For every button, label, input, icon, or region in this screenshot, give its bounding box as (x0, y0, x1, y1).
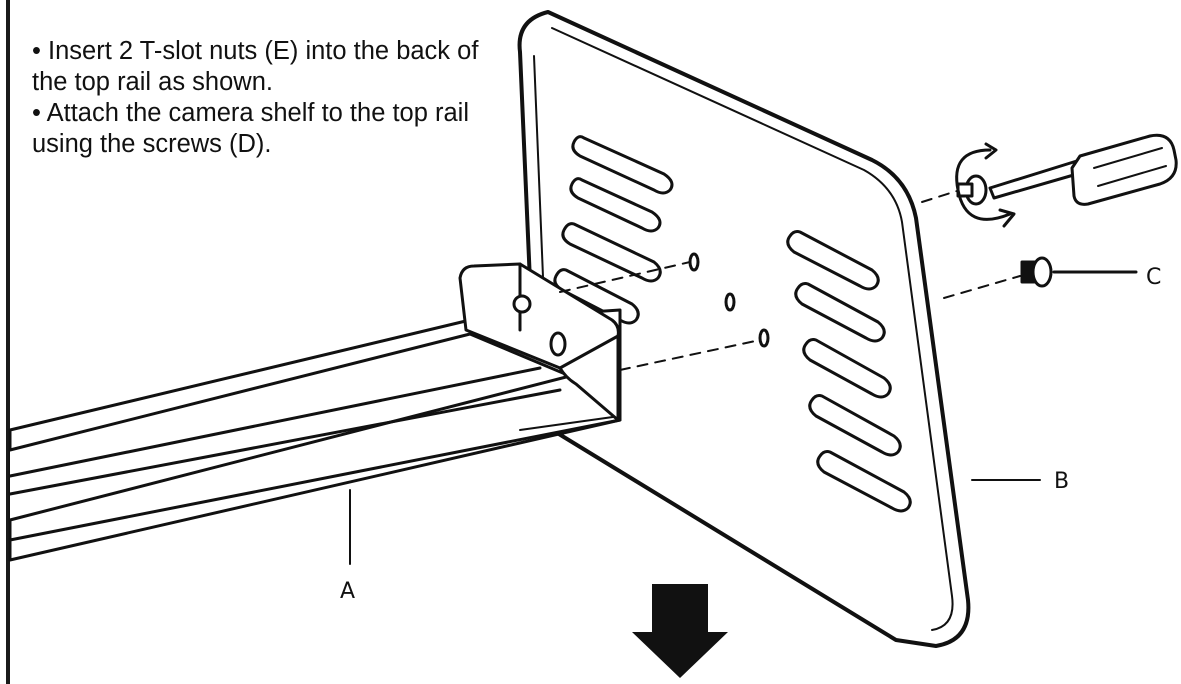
instruction-text: • Insert 2 T-slot nuts (E) into the back… (32, 36, 502, 160)
rotation-arrow-icon (955, 142, 1016, 228)
callout-label-b: B (1054, 469, 1069, 494)
plate-slots-right (786, 230, 912, 513)
page-border (6, 0, 10, 684)
screw-d-icon (956, 174, 988, 206)
rail-end-bracket (458, 262, 620, 422)
screw-c-icon (1020, 256, 1053, 288)
callout-label-c: C (1146, 265, 1161, 290)
callout-leaders (349, 270, 1138, 565)
instruction-step-2: • Attach the camera shelf to the top rai… (32, 99, 469, 158)
screwdriver-icon (988, 133, 1178, 206)
instruction-step-1: • Insert 2 T-slot nuts (E) into the back… (32, 37, 479, 96)
alignment-lines (559, 189, 1021, 371)
bracket-hole-icon (549, 331, 567, 357)
t-slot-nut-icon (512, 294, 532, 314)
down-arrow-icon (632, 584, 728, 678)
callout-label-a: A (340, 579, 355, 604)
plate-mounting-holes (688, 252, 770, 348)
top-rail (8, 308, 622, 562)
